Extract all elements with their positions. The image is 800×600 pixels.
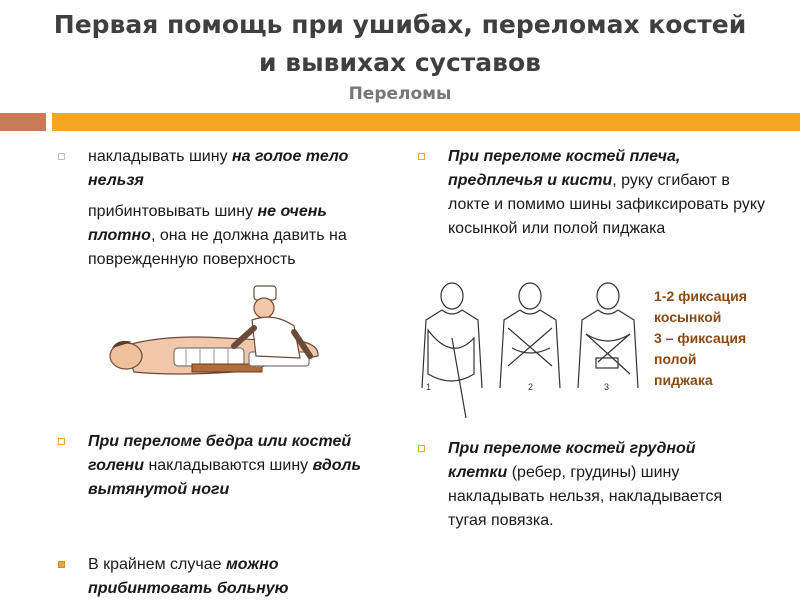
bullet-icon — [58, 561, 65, 568]
accent-bar-right — [52, 113, 800, 131]
bullet-icon — [418, 445, 425, 452]
bullet-icon — [418, 153, 425, 160]
figure-number-3: 3 — [604, 382, 609, 392]
left-item-3: При переломе бедра или костей голени нак… — [58, 430, 388, 502]
right-item-1: При переломе костей плеча, предплечья и … — [418, 145, 768, 241]
page-title: Первая помощь при ушибах, переломах кост… — [0, 6, 800, 82]
fixation-legend: 1-2 фиксация косынкой 3 – фиксация полой… — [654, 288, 747, 388]
bullet-icon — [58, 153, 65, 160]
leg-splint-illustration — [109, 285, 319, 375]
right-item-2: При переломе костей грудной клетки (ребе… — [418, 437, 748, 533]
bullet-icon — [58, 438, 65, 445]
accent-bar-left — [0, 113, 46, 131]
title-line-1: Первая помощь при ушибах, переломах кост… — [53, 10, 747, 39]
section-subtitle: Переломы — [348, 84, 452, 104]
left-item-4: В крайнем случае можно прибинтовать боль… — [58, 553, 388, 600]
figure-number-1: 1 — [426, 382, 431, 392]
left-item-1: накладывать шину на голое тело нельзя — [58, 145, 388, 193]
arm-fixation-figures: 1 2 3 — [421, 282, 639, 418]
title-line-2: и вывихах суставов — [259, 48, 541, 77]
left-item-2: прибинтовывать шину не очень плотно, она… — [88, 200, 388, 282]
figure-number-2: 2 — [528, 382, 533, 392]
